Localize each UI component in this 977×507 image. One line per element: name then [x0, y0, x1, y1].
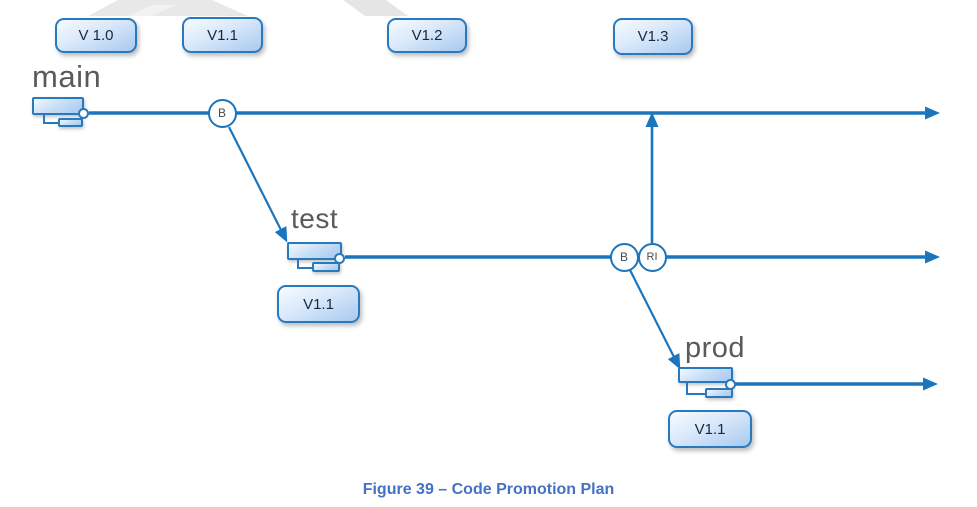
test-branch-label: test — [291, 203, 339, 234]
branch-subfolder-shape — [705, 388, 733, 398]
branch-folder-shape — [678, 367, 733, 383]
reverse-integration-node-ri: RI — [637, 242, 667, 272]
branch-subfolder-shape — [312, 262, 340, 272]
branch-connector — [43, 114, 60, 124]
branch-node-b-main: B — [207, 98, 237, 128]
prod-branch-icon — [676, 365, 742, 403]
test-branch-icon — [285, 240, 351, 278]
background-watermark — [88, 0, 408, 16]
watermark-chevron-highlight — [128, 5, 176, 16]
branch-subfolder-shape — [58, 118, 83, 127]
branch-connector — [686, 382, 707, 395]
branch-anchor-dot — [78, 108, 89, 119]
watermark-band — [343, 0, 408, 16]
test-version-badge: V1.1 — [277, 285, 360, 323]
version-badge-v1-0: V 1.0 — [55, 18, 137, 53]
version-badge-v1-3: V1.3 — [613, 18, 693, 55]
branch-anchor-dot — [724, 378, 736, 390]
prod-branch-label: prod — [685, 332, 746, 364]
version-badge-v1-2: V1.2 — [387, 18, 467, 53]
main-branch-icon — [30, 95, 96, 133]
branch-folder-shape — [287, 242, 342, 260]
branch-to-test-arrow — [228, 126, 288, 243]
branch-anchor-dot — [333, 252, 345, 264]
branch-to-prod-arrow — [629, 269, 681, 370]
branch-node-b-test: B — [609, 242, 639, 272]
main-branch-label: main — [32, 59, 102, 94]
branch-folder-shape — [32, 97, 84, 115]
prod-version-badge: V1.1 — [668, 410, 752, 448]
version-badge-v1-1: V1.1 — [182, 17, 263, 53]
figure-caption: Figure 39 – Code Promotion Plan — [362, 481, 615, 498]
branch-connector — [297, 259, 314, 269]
